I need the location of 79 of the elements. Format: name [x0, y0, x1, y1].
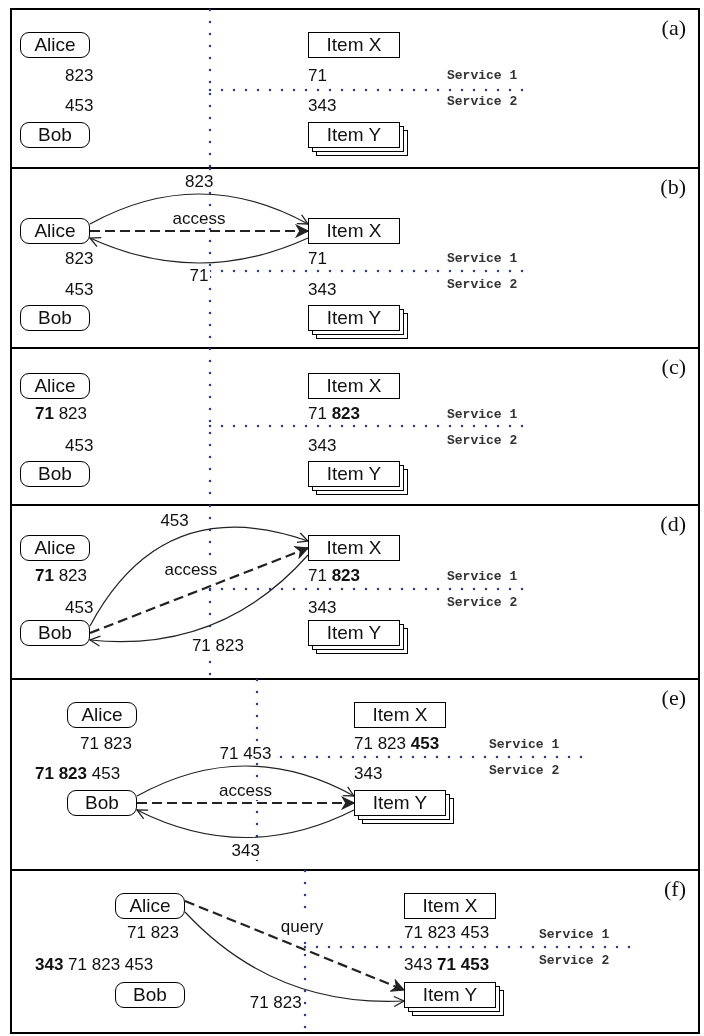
- panel-frame: [10, 8, 700, 169]
- arrow: [136, 765, 355, 797]
- value-list: 71: [308, 66, 327, 86]
- actor-box: Alice: [20, 218, 90, 244]
- service-label: Service 2: [447, 277, 518, 293]
- value-list: 71 823 453: [35, 764, 121, 784]
- arrow: [184, 911, 405, 1007]
- panel-label: (c): [661, 355, 686, 379]
- panel-frame: [10, 869, 700, 1034]
- value-list: 453: [65, 96, 94, 116]
- value-list: 453: [65, 280, 94, 300]
- service-label: Service 1: [539, 927, 610, 943]
- panel-frame: [10, 167, 700, 349]
- value-list: 343: [354, 764, 383, 784]
- actor-box: Alice: [20, 535, 90, 561]
- edge-label: query: [278, 916, 326, 936]
- actor-box: Alice: [20, 373, 90, 399]
- value-list: 343 71 823 453: [35, 955, 154, 975]
- value-list: 71 823 453: [404, 923, 490, 943]
- value-list: 71 823 453: [354, 734, 440, 754]
- actor-box: Bob: [20, 461, 90, 487]
- value-list: 453: [65, 598, 94, 618]
- arrow: [89, 193, 309, 225]
- value-list: 343: [308, 280, 337, 300]
- value-list: 343: [308, 96, 337, 116]
- service-label: Service 2: [447, 433, 518, 449]
- panel-frame: [10, 678, 700, 871]
- edge-label: 71 453: [217, 744, 274, 763]
- actor-box: Bob: [20, 305, 90, 331]
- value-list: 343: [308, 436, 337, 456]
- item-box: Item X: [404, 893, 496, 919]
- panel-label: (a): [661, 16, 686, 40]
- panel-label: (f): [664, 877, 686, 901]
- actor-box: Alice: [115, 893, 185, 919]
- arrow: [136, 809, 355, 839]
- panel-frame: [10, 347, 700, 506]
- actor-box: Bob: [115, 982, 185, 1008]
- service-label: Service 1: [447, 569, 518, 585]
- value-list: 71 823: [80, 734, 132, 754]
- service-label: Service 1: [447, 251, 518, 267]
- dashed-arrow: [137, 796, 355, 810]
- dashed-arrow: [89, 546, 309, 635]
- dashed-arrow: [90, 224, 309, 238]
- service-label: Service 1: [447, 68, 518, 84]
- actor-box: Alice: [20, 32, 90, 58]
- value-list: 453: [65, 436, 94, 456]
- value-list: 823: [65, 66, 94, 86]
- value-list: 71 823: [35, 566, 87, 586]
- actor-box: Bob: [20, 122, 90, 148]
- service-label: Service 1: [489, 737, 560, 753]
- value-list: 71 823: [35, 404, 87, 424]
- value-list: 343: [308, 598, 337, 618]
- actor-box: Alice: [67, 702, 137, 728]
- value-list: 343 71 453: [404, 955, 490, 975]
- arrow: [89, 236, 309, 264]
- arrow: [89, 526, 309, 627]
- value-list: 71 823: [308, 566, 360, 586]
- value-list: 71: [308, 249, 327, 269]
- service-label: Service 2: [489, 763, 560, 779]
- value-list: 823: [65, 249, 94, 269]
- item-box: Item X: [308, 373, 400, 399]
- service-label: Service 2: [539, 953, 610, 969]
- actor-box: Bob: [67, 790, 137, 816]
- value-list: 71 823: [308, 404, 360, 424]
- service-label: Service 2: [447, 94, 518, 110]
- item-box: Item X: [308, 218, 400, 244]
- item-box: Item X: [308, 32, 400, 58]
- dashed-arrow: [184, 900, 405, 992]
- panel-label: (b): [660, 175, 686, 199]
- actor-box: Bob: [20, 620, 90, 646]
- item-box: Item X: [354, 702, 446, 728]
- panel-frame: [10, 504, 700, 680]
- item-box: Item X: [308, 535, 400, 561]
- service-label: Service 1: [447, 407, 518, 423]
- panel-label: (e): [661, 686, 686, 710]
- arrow: [89, 554, 309, 647]
- service-label: Service 2: [447, 595, 518, 611]
- value-list: 71 823: [127, 923, 179, 943]
- panel-label: (d): [660, 512, 686, 536]
